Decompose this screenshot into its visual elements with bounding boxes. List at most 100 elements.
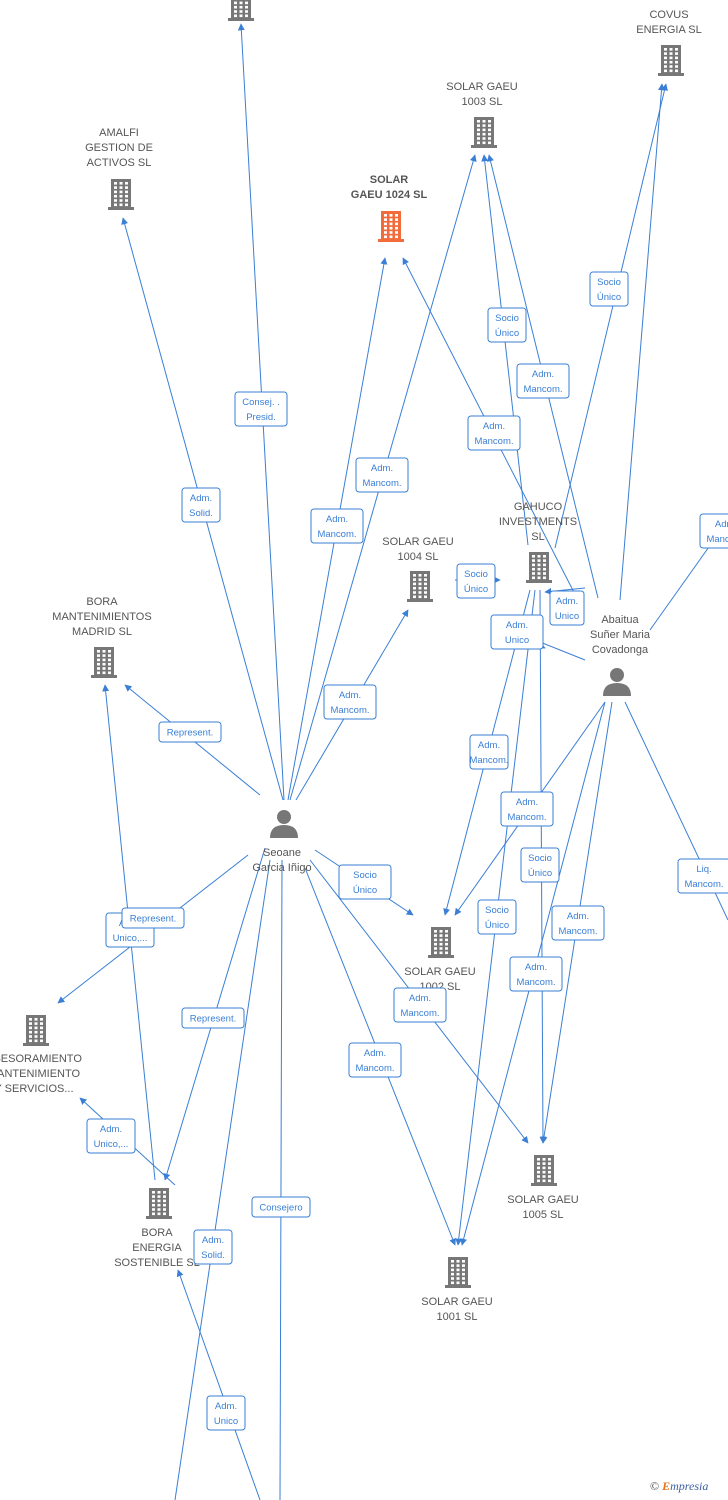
relation-text: Mancom. <box>355 1063 394 1074</box>
relation-text: Socio <box>528 853 552 864</box>
building-icon <box>407 571 433 602</box>
relation-label[interactable]: Adm.Mancom. <box>393 987 447 1023</box>
relation-label[interactable]: Adm.Unico <box>490 614 544 650</box>
relation-text: Adm. <box>190 493 212 504</box>
relation-label[interactable]: Adm.Mancom. <box>699 513 728 549</box>
relation-label[interactable]: Adm.Mancom. <box>467 415 521 451</box>
relation-label[interactable]: Represent. <box>158 721 222 743</box>
relation-text: Adm. <box>409 993 431 1004</box>
relation-label[interactable]: Consej. .Presid. <box>234 391 288 427</box>
node-label-line: SOLAR GAEU <box>404 966 476 978</box>
building-icon <box>146 1188 172 1219</box>
relation-text: Adm. <box>516 797 538 808</box>
relation-text: Único <box>495 328 519 339</box>
node-label-line: SOSTENIBLE SL <box>114 1257 200 1269</box>
relation-text: Represent. <box>167 728 213 739</box>
relation-box <box>551 905 605 941</box>
relation-box <box>310 508 364 544</box>
relation-text: Adm. <box>326 514 348 525</box>
relation-label[interactable]: Adm.Unico <box>206 1395 246 1431</box>
relation-text: Mancom. <box>684 879 723 890</box>
relation-text: Mancom. <box>516 977 555 988</box>
node-label-line: 1004 SL <box>398 551 439 563</box>
node-top-bldg[interactable] <box>228 0 254 21</box>
relation-label[interactable]: Adm.Mancom. <box>469 734 509 770</box>
node-label-line: ACTIVOS SL <box>87 157 152 169</box>
person-icon <box>270 810 298 838</box>
person-icon <box>603 668 631 696</box>
relation-box <box>393 987 447 1023</box>
relation-label[interactable]: Adm.Mancom. <box>551 905 605 941</box>
relation-text: Mancom. <box>362 478 401 489</box>
relation-label[interactable]: Adm.Mancom. <box>355 457 409 493</box>
node-label-line: Covadonga <box>592 644 649 656</box>
node-label-line: BORA <box>86 596 118 608</box>
node-label-line: BORA <box>141 1227 173 1239</box>
node-label-line: Abaitua <box>601 614 639 626</box>
building-icon <box>428 927 454 958</box>
building-icon <box>108 179 134 210</box>
relation-box <box>251 1196 311 1218</box>
node-label-line: 1003 SL <box>462 96 503 108</box>
edge-line-8 <box>554 83 668 549</box>
relation-label[interactable]: Adm.Mancom. <box>348 1042 402 1078</box>
relation-box <box>490 614 544 650</box>
edge-line-30 <box>174 859 271 1500</box>
relation-text: Solid. <box>201 1250 225 1261</box>
relation-text: Adm. <box>556 596 578 607</box>
edge-line-9 <box>619 83 665 601</box>
relation-text: Unico,... <box>113 933 148 944</box>
relation-label[interactable]: Adm. Unico <box>549 590 585 626</box>
relation-label[interactable]: Adm. Mancom. <box>500 791 554 827</box>
relation-text: Mancom. <box>474 436 513 447</box>
node-label-line: AMALFI <box>99 127 139 139</box>
relation-label[interactable]: Adm.Mancom. <box>516 363 570 399</box>
node-asesoramiento[interactable]: ASESORAMIENTOMANTENIMIENTOY SERVICIOS... <box>0 1015 82 1095</box>
relation-box <box>348 1042 402 1078</box>
relation-label[interactable]: Liq.Mancom. <box>677 858 728 894</box>
relation-text: Unico <box>555 611 579 622</box>
relation-text: Unico <box>505 635 529 646</box>
relation-label[interactable]: Consejero <box>251 1196 311 1218</box>
relation-label[interactable]: Represent. <box>121 907 185 929</box>
relation-box <box>323 684 377 720</box>
brand-name: mpresia <box>670 1479 709 1493</box>
relation-box <box>206 1395 246 1431</box>
node-label-line: Garcia Iñigo <box>252 862 311 874</box>
node-label-line: Y SERVICIOS... <box>0 1083 74 1095</box>
relation-text: Mancom. <box>507 812 546 823</box>
relation-label[interactable]: Adm.Unico,... <box>86 1118 136 1154</box>
relation-text: Represent. <box>130 914 176 925</box>
node-amalfi[interactable]: AMALFI GESTION DE ACTIVOS SL <box>85 127 153 210</box>
relation-label[interactable]: Adm.Solid. <box>181 487 221 523</box>
relation-text: Mancom. <box>706 534 728 545</box>
node-label-line: SOLAR <box>370 174 409 186</box>
node-label-line: GESTION DE <box>85 142 153 154</box>
relation-label[interactable]: Represent. <box>181 1007 245 1029</box>
relation-text: Mancom. <box>558 926 597 937</box>
relation-label[interactable]: Adm.Mancom. <box>509 956 563 992</box>
relation-label[interactable]: Adm.Solid. <box>193 1229 233 1265</box>
node-label-line: 1001 SL <box>437 1311 478 1323</box>
relation-box <box>509 956 563 992</box>
relation-label[interactable]: Adm.Mancom. <box>310 508 364 544</box>
relation-label[interactable]: Adm.Mancom. <box>323 684 377 720</box>
